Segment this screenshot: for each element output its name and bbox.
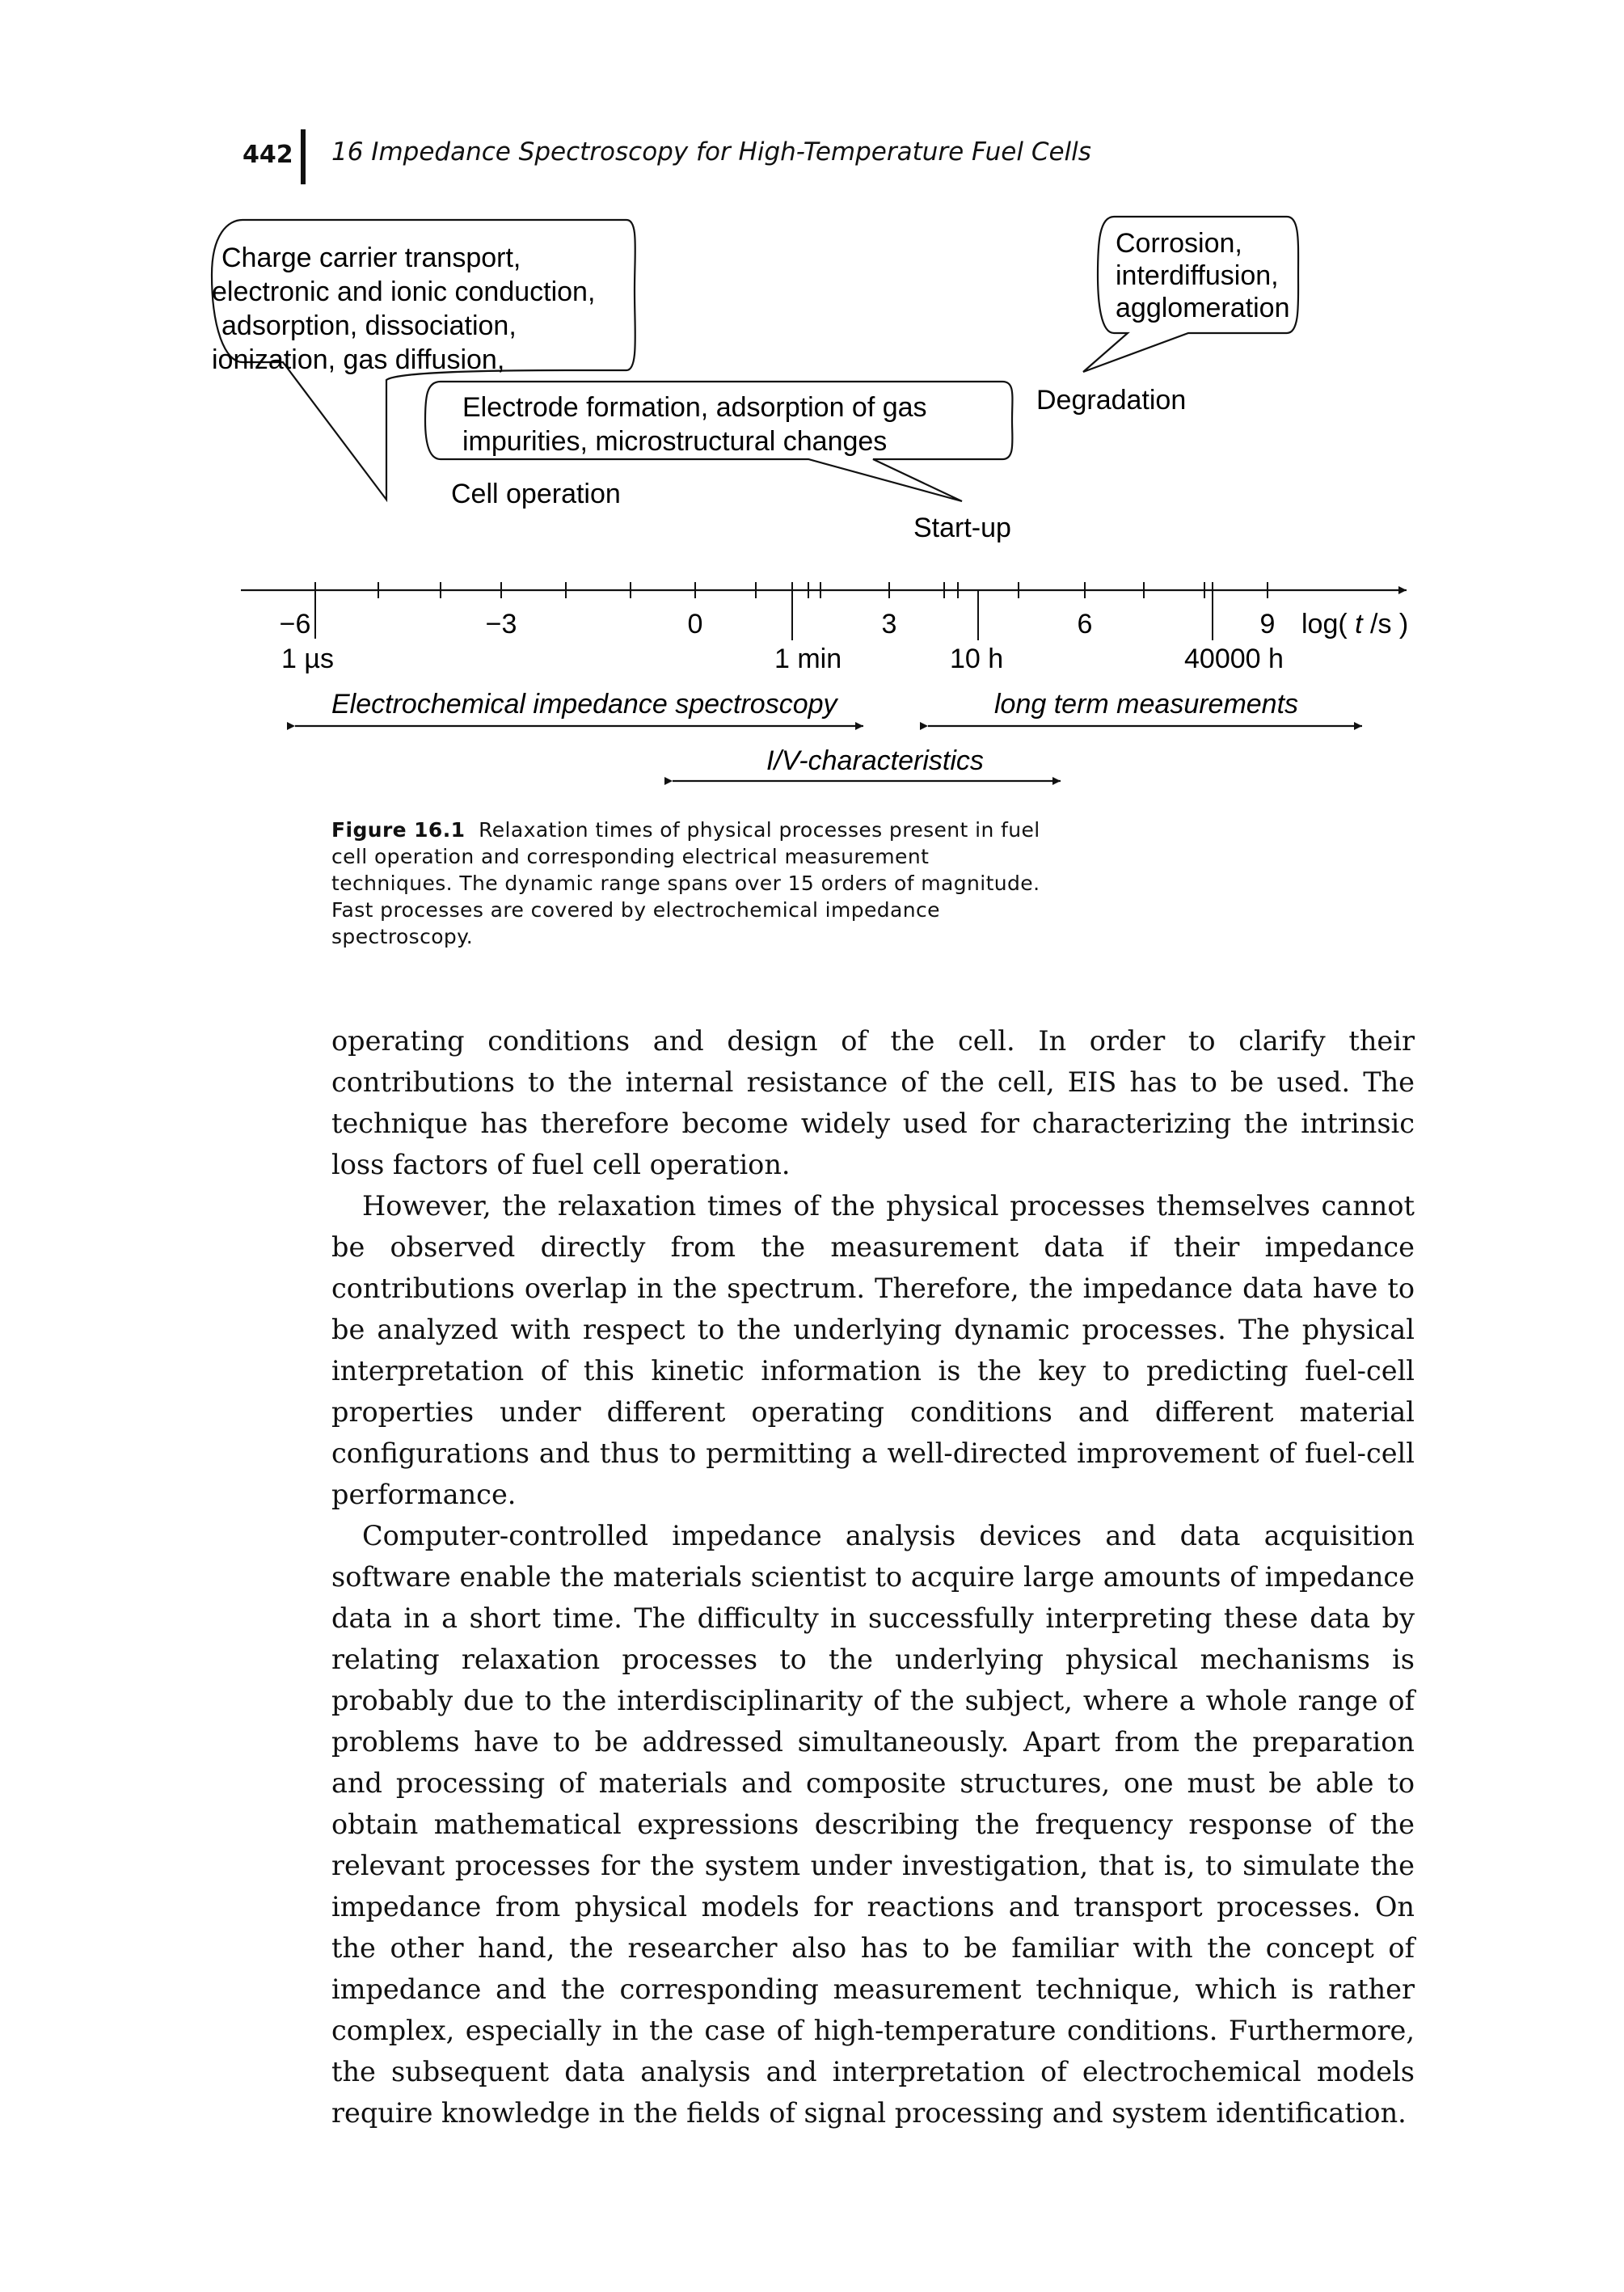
corrosion-line: interdiffusion, bbox=[1116, 260, 1279, 291]
chapter-title: 16 Impedance Spectroscopy for High-Tempe… bbox=[331, 137, 1091, 167]
charge-transport-line: electronic and ionic conduction, bbox=[212, 276, 595, 307]
body-paragraph: Computer-controlled impedance analysis d… bbox=[331, 1520, 1415, 2129]
time-mark-1us: 1 µs bbox=[281, 644, 334, 674]
corrosion-bubble bbox=[1082, 215, 1300, 374]
caption-label: Figure 16.1 bbox=[331, 818, 466, 842]
iv-range-label: I/V-characteristics bbox=[766, 745, 984, 776]
electrode-formation-line: impurities, microstructural changes bbox=[462, 426, 887, 457]
corrosion-line: agglomeration bbox=[1116, 293, 1289, 323]
charge-transport-bubble bbox=[210, 218, 636, 503]
caption-text: Relaxation times of physical processes p… bbox=[331, 818, 1040, 948]
electrode-formation-line: Electrode formation, adsorption of gas bbox=[462, 392, 927, 423]
body-paragraph: However, the relaxation times of the phy… bbox=[331, 1190, 1415, 1510]
tick-label: 3 bbox=[882, 609, 897, 639]
charge-transport-text: Charge carrier transport, electronic and… bbox=[212, 243, 603, 375]
start-up-label: Start-up bbox=[913, 513, 1011, 543]
tick-label: 0 bbox=[688, 609, 703, 639]
cell-operation-label: Cell operation bbox=[451, 479, 621, 509]
page-number: 442 bbox=[243, 141, 293, 169]
time-mark-40000h: 40000 h bbox=[1184, 644, 1284, 674]
axis-label-prefix: log( bbox=[1301, 609, 1355, 639]
charge-transport-line: ionization, gas diffusion, bbox=[212, 344, 504, 375]
relaxation-time-figure: Charge carrier transport, electronic and… bbox=[210, 215, 1408, 785]
tick-label: −6 bbox=[280, 609, 311, 639]
time-mark-connectors bbox=[314, 590, 1213, 640]
electrode-formation-text: Electrode formation, adsorption of gas i… bbox=[462, 392, 934, 457]
time-mark-10h: 10 h bbox=[950, 644, 1003, 674]
figure-caption: Figure 16.1 Relaxation times of physical… bbox=[331, 817, 1043, 950]
tick-label: 6 bbox=[1078, 609, 1093, 639]
body-paragraph: operating conditions and design of the c… bbox=[331, 1025, 1415, 1180]
degradation-label: Degradation bbox=[1036, 385, 1186, 416]
long-term-range-label: long term measurements bbox=[994, 689, 1298, 720]
tick-label: 9 bbox=[1260, 609, 1276, 639]
axis-label-suffix: /s ) bbox=[1363, 609, 1409, 639]
eis-range-label: Electrochemical impedance spectroscopy bbox=[331, 689, 839, 720]
tick-label: −3 bbox=[486, 609, 517, 639]
axis-label-var: t bbox=[1355, 609, 1364, 639]
charge-transport-line: adsorption, dissociation, bbox=[221, 310, 517, 341]
corrosion-text: Corrosion, interdiffusion, agglomeration bbox=[1116, 228, 1289, 323]
header-divider bbox=[301, 129, 306, 184]
corrosion-line: Corrosion, bbox=[1116, 228, 1242, 259]
electrode-formation-bubble bbox=[424, 380, 1014, 503]
charge-transport-line: Charge carrier transport, bbox=[221, 243, 521, 273]
axis-label: log( t /s ) bbox=[1301, 609, 1408, 639]
body-text: operating conditions and design of the c… bbox=[331, 1020, 1415, 2134]
time-mark-1min: 1 min bbox=[774, 644, 842, 674]
